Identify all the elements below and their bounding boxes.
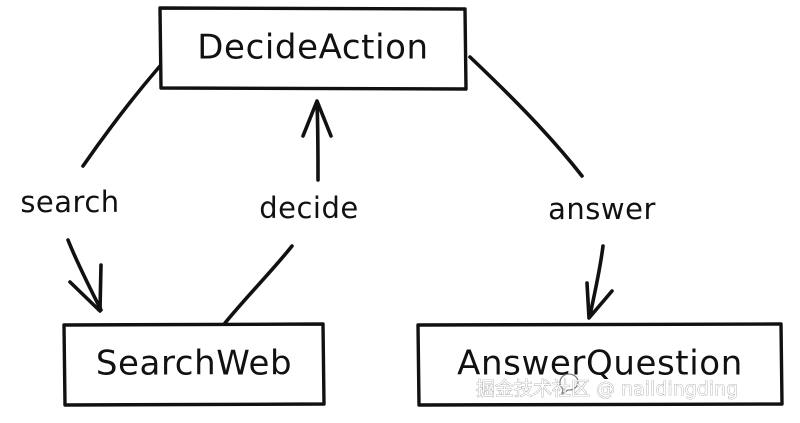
edge-answer-line	[468, 55, 584, 178]
edge-label-search: search	[20, 185, 119, 219]
edge-decide-line-upper	[315, 102, 320, 182]
node-decide-action: DecideAction	[158, 6, 468, 91]
edge-answer	[468, 55, 614, 320]
edge-label-decide: decide	[259, 191, 359, 225]
node-decide-action-label: DecideAction	[197, 28, 428, 68]
edge-label-answer: answer	[548, 192, 656, 226]
node-answer-question-box	[416, 322, 784, 407]
edge-label-answer-text: answer	[548, 192, 656, 226]
edge-decide-arrowhead	[301, 99, 333, 138]
edge-search-line	[81, 64, 162, 168]
node-decide-action-box	[158, 6, 468, 91]
node-answer-question: AnswerQuestion	[416, 322, 784, 407]
edge-decide-line	[223, 244, 294, 325]
watermark-text: 掘金技术社区 @ naildingding	[476, 378, 738, 400]
edge-search-line-lower	[66, 238, 103, 312]
node-search-web: SearchWeb	[62, 322, 326, 407]
edge-label-decide-text: decide	[259, 191, 359, 225]
node-answer-question-label: AnswerQuestion	[457, 344, 743, 384]
node-search-web-box	[62, 322, 326, 407]
edge-search-arrowhead	[68, 263, 103, 313]
chat-bubble-icon	[559, 373, 579, 396]
edge-answer-arrowhead	[585, 281, 614, 320]
watermark: 掘金技术社区 @ naildingding	[476, 373, 739, 400]
edge-decide	[223, 99, 333, 325]
node-search-web-label: SearchWeb	[96, 344, 292, 384]
edge-label-search-text: search	[20, 185, 119, 219]
edge-answer-line-lower	[588, 244, 605, 317]
edge-search	[66, 64, 162, 313]
